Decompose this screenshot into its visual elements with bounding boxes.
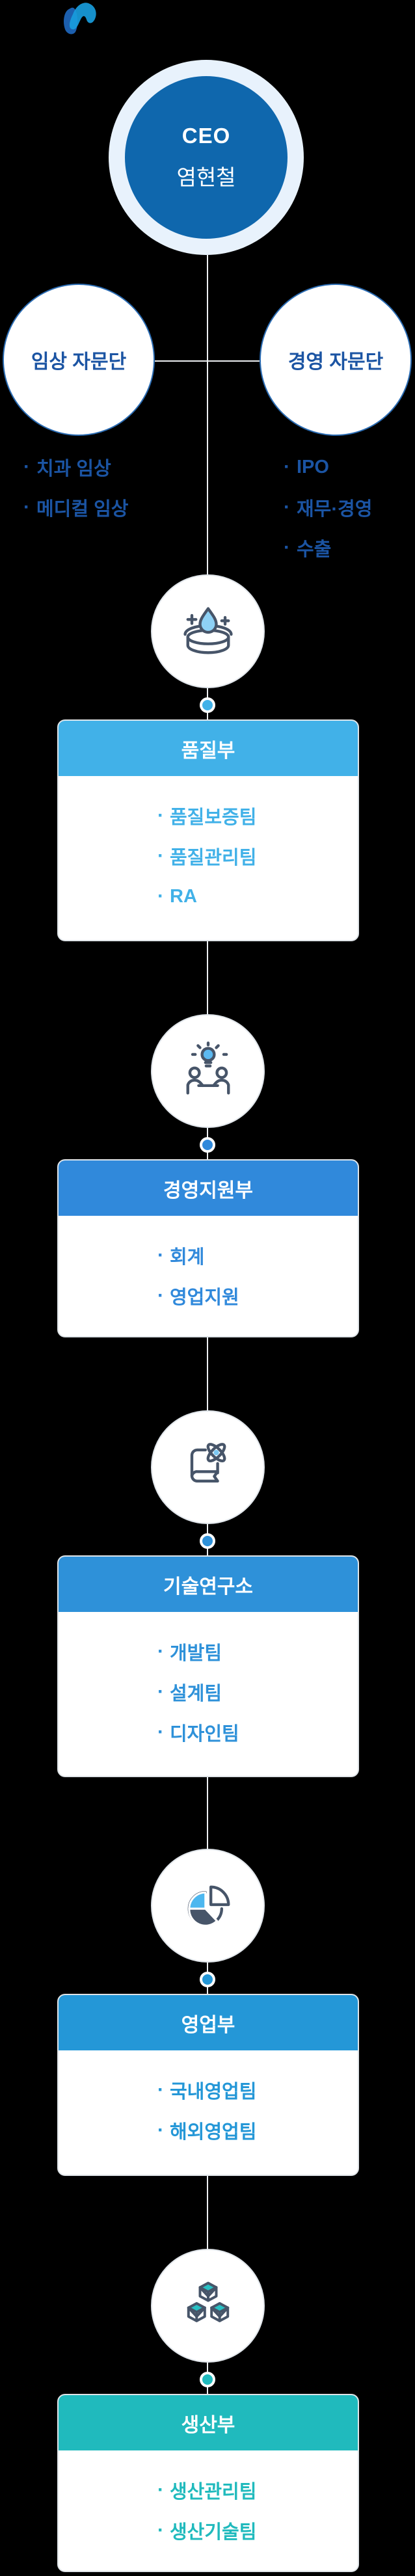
list-item: · RA [157,876,358,917]
bullet-icon: · [157,805,164,826]
team-label: 생산관리팀 [170,2482,257,2502]
petri-dish-drop-icon [183,606,233,654]
clinical-advisors-node: 임상 자문단 [3,284,155,436]
team-label: 품질관리팀 [170,848,257,868]
department-team-list: · 품질보증팀 · 품질관리팀 · RA [59,776,358,917]
department-title: 생산부 [181,2414,235,2436]
management-item-label: 재무·경영 [297,499,373,520]
list-item: · 품질보증팀 [157,796,358,836]
connector-dot [200,1533,215,1549]
team-label: 개발팀 [170,1643,222,1664]
list-item: · 생산기술팀 [157,2510,358,2551]
list-item: · 개발팀 [157,1631,358,1672]
management-item-label: IPO [297,456,329,477]
ceo-node: CEO 염현철 [109,60,304,255]
bullet-icon: · [284,496,290,518]
team-label: RA [170,885,197,907]
list-item: · 생산관리팀 [157,2470,358,2510]
list-item: · 영업지원 [157,1276,358,1316]
connector-dot [200,1137,215,1153]
team-label: 해외영업팀 [170,2122,257,2143]
connector-dot [200,1972,215,1987]
list-item: · 재무·경영 [284,496,373,520]
research-book-icon [190,1442,226,1483]
department-title: 영업부 [181,2014,235,2036]
bullet-icon: · [284,456,290,477]
management-support-icon-circle [151,1014,265,1128]
clinical-item-label: 메디컬 임상 [36,499,129,520]
meeting-idea-icon [186,1041,230,1095]
department-team-list: · 생산관리팀 · 생산기술팀 [59,2450,358,2551]
department-team-list: · 회계 · 영업지원 [59,1216,358,1316]
sales-icon-circle [151,1849,265,1963]
ceo-circle: CEO 염현철 [125,76,288,239]
connector-dot [200,697,215,713]
ceo-title: CEO [181,124,231,148]
list-item: · IPO [284,456,329,478]
advisors-connector-line [155,360,260,362]
management-item-label: 수출 [297,539,332,560]
bullet-icon: · [284,537,290,558]
clinical-advisors-title: 임상 자문단 [31,351,127,373]
department-card-quality: 품질부 · 품질보증팀 · 품질관리팀 · RA [57,719,359,941]
bullet-icon: · [157,885,164,907]
bullet-icon: · [157,2479,164,2501]
pie-chart-icon [187,1885,230,1927]
management-advisors-title: 경영 자문단 [288,351,384,373]
department-card-research: 기술연구소 · 개발팀 · 설계팀 · 디자인팀 [57,1555,359,1777]
bullet-icon: · [157,1244,164,1266]
cubes-icon [187,2281,229,2322]
list-item: · 국내영업팀 [157,2070,358,2110]
bullet-icon: · [23,456,30,477]
bullet-icon: · [157,2079,164,2100]
ceo-name: 염현철 [176,165,236,189]
clinical-item-label: 치과 임상 [36,459,111,479]
list-item: · 품질관리팀 [157,836,358,876]
bullet-icon: · [157,2119,164,2141]
team-label: 회계 [170,1247,205,1268]
connector-dot [200,2372,215,2387]
bullet-icon: · [157,2519,164,2541]
department-card-management-support: 경영지원부 · 회계 · 영업지원 [57,1159,359,1337]
department-card-production: 생산부 · 생산관리팀 · 생산기술팀 [57,2394,359,2572]
bullet-icon: · [157,1721,164,1743]
bullet-icon: · [157,1641,164,1662]
team-label: 생산기술팀 [170,2522,257,2543]
department-header: 품질부 [59,721,358,776]
team-label: 국내영업팀 [170,2082,257,2102]
department-header: 생산부 [59,2395,358,2450]
department-title: 기술연구소 [163,1576,253,1598]
team-label: 디자인팀 [170,1724,239,1745]
list-item: · 회계 [157,1235,358,1276]
quality-icon-circle [151,574,265,688]
department-header: 경영지원부 [59,1161,358,1216]
list-item: · 해외영업팀 [157,2110,358,2151]
department-team-list: · 국내영업팀 · 해외영업팀 [59,2050,358,2151]
team-label: 설계팀 [170,1684,222,1704]
department-title: 품질부 [181,740,235,762]
department-card-sales: 영업부 · 국내영업팀 · 해외영업팀 [57,1994,359,2176]
bullet-icon: · [157,1285,164,1306]
list-item: · 치과 임상 [23,456,111,479]
company-logo-m-icon [64,3,96,34]
research-icon-circle [151,1410,265,1524]
list-item: · 수출 [284,537,332,560]
department-title: 경영지원부 [163,1179,253,1201]
management-advisors-node: 경영 자문단 [260,284,412,436]
bullet-icon: · [23,496,30,518]
production-icon-circle [151,2249,265,2363]
bullet-icon: · [157,845,164,866]
list-item: · 설계팀 [157,1672,358,1712]
list-item: · 디자인팀 [157,1712,358,1752]
department-header: 영업부 [59,1995,358,2050]
list-item: · 메디컬 임상 [23,496,129,520]
department-header: 기술연구소 [59,1557,358,1612]
team-label: 품질보증팀 [170,807,257,828]
department-team-list: · 개발팀 · 설계팀 · 디자인팀 [59,1612,358,1752]
bullet-icon: · [157,1681,164,1702]
team-label: 영업지원 [170,1287,239,1308]
